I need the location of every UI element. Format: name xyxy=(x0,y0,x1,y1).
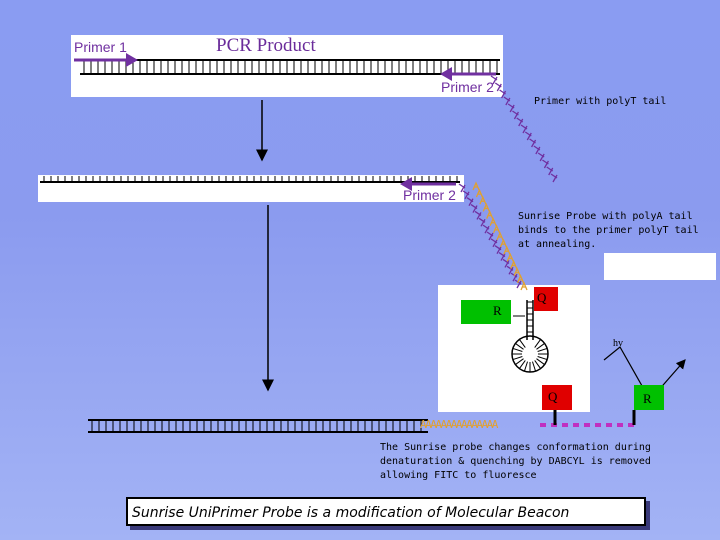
polyt-base xyxy=(501,90,507,99)
loop-base xyxy=(534,339,541,348)
polyt-base xyxy=(496,246,502,255)
polyt-base xyxy=(468,198,474,207)
polyt-base xyxy=(476,212,482,220)
loop-base xyxy=(515,358,524,365)
pcr-product-title: PCR Product xyxy=(216,35,316,56)
polyt-base xyxy=(505,97,511,106)
polyt-base xyxy=(504,260,510,268)
probe-binding-note: Sunrise Probe with polyA tail binds to t… xyxy=(518,211,699,250)
polyt-base xyxy=(460,184,466,193)
primer2-label-middle: Primer 2 xyxy=(403,187,456,203)
polya-base xyxy=(503,245,511,255)
reporter-box: R xyxy=(461,300,511,324)
polyt-base xyxy=(496,83,502,92)
polyt-label: Primer with polyT tail xyxy=(534,96,667,107)
polya-base xyxy=(513,267,521,276)
polya-base xyxy=(482,202,490,212)
polya-base xyxy=(472,181,480,191)
pcr-product-strands xyxy=(80,59,500,75)
polyt-base xyxy=(539,153,545,162)
loop-base xyxy=(534,360,541,369)
polyt-base xyxy=(512,273,518,282)
polya-base xyxy=(506,252,514,262)
polya-sequence: AAAAAAAAAAAAAAA xyxy=(420,418,498,431)
loop-base xyxy=(519,339,526,348)
caption-box: Sunrise UniPrimer Probe is a modificatio… xyxy=(126,497,646,526)
loop-base xyxy=(512,355,523,361)
primer2-arrow-middle xyxy=(400,177,456,191)
polyt-base xyxy=(480,218,486,227)
polyt-base xyxy=(518,118,524,127)
polya-probe-tail xyxy=(472,181,528,291)
polya-base xyxy=(479,195,487,205)
polyt-base xyxy=(484,225,490,234)
conformation-note: The Sunrise probe changes conformation d… xyxy=(380,442,651,481)
polyt-base xyxy=(543,160,549,169)
probe-hairpin xyxy=(511,300,549,373)
loop-base xyxy=(537,355,548,361)
primer1-arrow xyxy=(74,53,138,67)
polyt-base xyxy=(509,104,515,113)
loop-base xyxy=(531,361,537,372)
blank-note-box xyxy=(604,253,716,280)
annealing-strand xyxy=(40,176,460,183)
quencher-box-bottom: Q xyxy=(542,385,572,410)
loop-base xyxy=(515,343,524,350)
polyt-base xyxy=(513,111,519,120)
reporter-box-bottom: R xyxy=(634,385,664,410)
emission-arrow xyxy=(603,346,686,402)
polyt-base xyxy=(526,132,532,141)
polyt-base xyxy=(516,280,522,289)
polya-base xyxy=(496,231,504,241)
polyt-base xyxy=(500,253,506,261)
polya-base xyxy=(492,224,501,234)
polyt-base xyxy=(522,125,528,134)
polyt-base xyxy=(552,174,558,183)
polyt-base xyxy=(492,239,498,248)
polyt-base xyxy=(492,76,498,85)
polya-base xyxy=(516,274,525,284)
loop-base xyxy=(519,360,526,369)
primer2-label-top: Primer 2 xyxy=(441,79,494,95)
polyt-tail-middle xyxy=(458,183,522,289)
quencher-box: Q xyxy=(534,287,558,311)
polyt-tail-top xyxy=(490,75,558,183)
loop-base xyxy=(512,347,523,353)
loop-base xyxy=(537,347,548,353)
polyt-base xyxy=(535,146,541,155)
bottom-strand xyxy=(88,419,428,433)
polyt-base xyxy=(508,266,514,275)
loop-base xyxy=(536,343,545,350)
annealing-panel xyxy=(38,175,464,202)
polya-base xyxy=(510,259,518,269)
primer1-label: Primer 1 xyxy=(74,39,127,55)
polya-base xyxy=(489,217,497,226)
hv-label: hv xyxy=(613,338,623,349)
loop-base xyxy=(523,361,529,372)
loop-base xyxy=(536,358,545,365)
polyt-base xyxy=(548,167,554,176)
polyt-base xyxy=(464,191,470,200)
polya-base xyxy=(499,238,508,248)
polya-base xyxy=(475,188,484,198)
primer2-arrow xyxy=(440,67,496,81)
polyt-base xyxy=(531,139,537,148)
polya-base xyxy=(520,281,528,291)
polyt-base xyxy=(472,205,478,213)
polyt-base xyxy=(488,232,494,241)
polya-base xyxy=(486,209,494,219)
